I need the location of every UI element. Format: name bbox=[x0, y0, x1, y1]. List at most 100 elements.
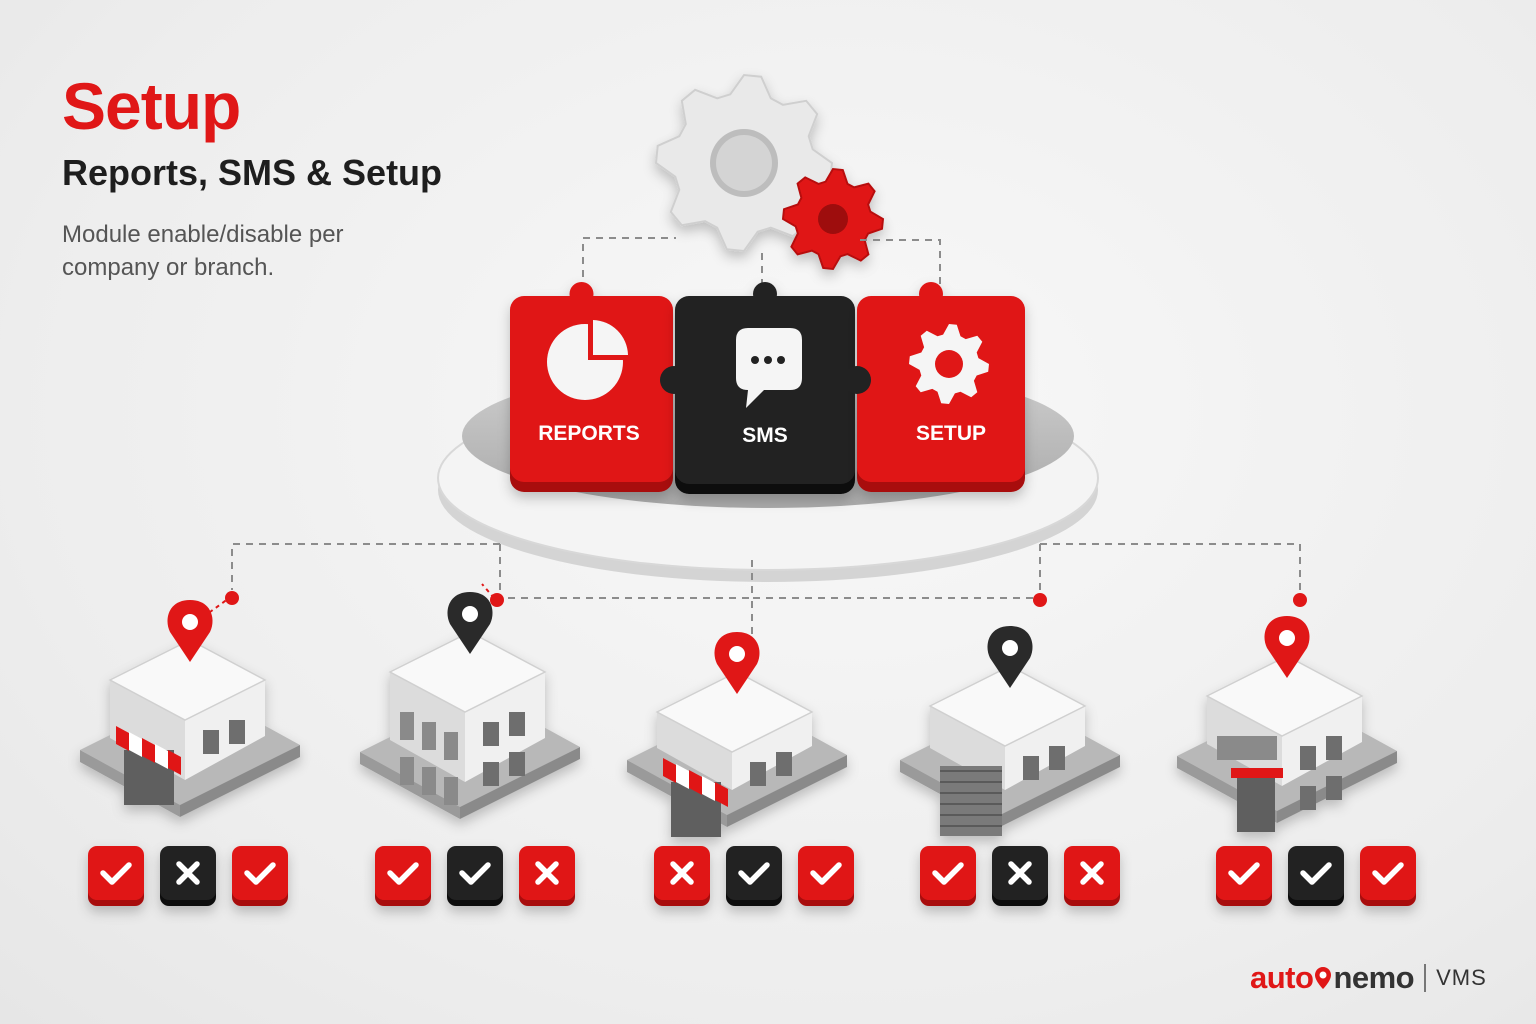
toggle-3-1[interactable] bbox=[654, 846, 710, 906]
branch-building-2 bbox=[360, 631, 580, 819]
window bbox=[483, 762, 499, 786]
toggle-2-1[interactable] bbox=[375, 846, 431, 906]
window bbox=[1326, 776, 1342, 800]
gear-hole bbox=[935, 350, 963, 378]
check-icon bbox=[459, 862, 491, 885]
toggle-face bbox=[920, 846, 976, 900]
small-gear-hole bbox=[818, 204, 848, 234]
window bbox=[483, 722, 499, 746]
entry-door bbox=[1237, 776, 1275, 832]
awning-stripe bbox=[129, 732, 142, 757]
large-gear-hole-inner bbox=[716, 135, 772, 191]
window bbox=[422, 767, 436, 795]
connector-reports bbox=[582, 237, 676, 290]
garage-slat bbox=[940, 825, 1002, 827]
roof bbox=[928, 665, 1087, 747]
connector-setup bbox=[860, 239, 941, 290]
roof bbox=[655, 671, 814, 753]
toggle-4-1[interactable] bbox=[920, 846, 976, 906]
check-icon bbox=[1300, 862, 1332, 885]
cross-icon bbox=[535, 861, 559, 885]
branch-building-5 bbox=[1177, 655, 1397, 832]
window bbox=[229, 720, 245, 744]
garage-slat bbox=[940, 792, 1002, 794]
toggle-3-3[interactable] bbox=[798, 846, 854, 906]
connector-dot-3 bbox=[1033, 593, 1047, 607]
window bbox=[1023, 756, 1039, 780]
awning-stripe bbox=[142, 738, 155, 763]
window bbox=[1049, 746, 1065, 770]
toggle-5-3[interactable] bbox=[1360, 846, 1416, 906]
window bbox=[1326, 736, 1342, 760]
check-icon bbox=[387, 862, 419, 885]
module-label-sms: SMS bbox=[742, 424, 788, 447]
brand-left: auto bbox=[1250, 960, 1314, 995]
brand-divider bbox=[1424, 964, 1427, 992]
toggle-face bbox=[88, 846, 144, 900]
pin-hole bbox=[1002, 640, 1018, 656]
cross-icon bbox=[1080, 861, 1104, 885]
location-pin-icon bbox=[1264, 616, 1310, 678]
toggle-3-2[interactable] bbox=[726, 846, 782, 906]
toggle-face bbox=[232, 846, 288, 900]
pin-hole bbox=[729, 646, 745, 662]
toggle-face bbox=[447, 846, 503, 900]
location-pin-icon bbox=[987, 626, 1033, 688]
module-label-reports: REPORTS bbox=[538, 422, 640, 445]
toggle-face bbox=[798, 846, 854, 900]
entry-canopy bbox=[1231, 768, 1283, 778]
cross-icon bbox=[1008, 861, 1032, 885]
bubble-dot bbox=[751, 356, 759, 364]
pin-body bbox=[1264, 616, 1310, 678]
toggle-5-2[interactable] bbox=[1288, 846, 1344, 906]
awning-stripe bbox=[715, 782, 728, 807]
location-pin-icon bbox=[167, 600, 213, 662]
check-icon bbox=[1228, 862, 1260, 885]
check-icon bbox=[810, 862, 842, 885]
bubble-dot bbox=[764, 356, 772, 364]
check-icon bbox=[100, 862, 132, 885]
brand-product: VMS bbox=[1436, 965, 1487, 990]
garage-slat bbox=[940, 803, 1002, 805]
pin-body bbox=[447, 592, 493, 654]
branch-building-1 bbox=[80, 639, 300, 817]
awning-stripe bbox=[155, 744, 168, 769]
window bbox=[203, 730, 219, 754]
pin-body bbox=[987, 626, 1033, 688]
window bbox=[400, 757, 414, 785]
connector-dot-1 bbox=[225, 591, 239, 605]
toggle-2-2[interactable] bbox=[447, 846, 503, 906]
page-description: Module enable/disable per company or bra… bbox=[62, 221, 344, 281]
base-side-right bbox=[727, 755, 847, 827]
toggle-face bbox=[1288, 846, 1344, 900]
toggle-1-1[interactable] bbox=[88, 846, 144, 906]
location-pin-icon bbox=[714, 632, 760, 694]
check-icon bbox=[244, 862, 276, 885]
base-side-right bbox=[1000, 755, 1120, 827]
toggle-2-3[interactable] bbox=[519, 846, 575, 906]
toggle-face bbox=[375, 846, 431, 900]
toggle-1-3[interactable] bbox=[232, 846, 288, 906]
check-icon bbox=[738, 862, 770, 885]
check-icon bbox=[1372, 862, 1404, 885]
window bbox=[422, 722, 436, 750]
brand-logo: auto nemo VMS bbox=[1250, 958, 1487, 998]
connector-branch-3 bbox=[495, 597, 753, 652]
toggle-1-2[interactable] bbox=[160, 846, 216, 906]
pie-slice bbox=[593, 320, 628, 355]
awning-stripe bbox=[676, 764, 689, 789]
toggle-4-2[interactable] bbox=[992, 846, 1048, 906]
brand-right: nemo bbox=[1333, 960, 1415, 995]
awning-stripe bbox=[116, 726, 129, 751]
gear-icon bbox=[909, 324, 989, 404]
toggle-4-3[interactable] bbox=[1064, 846, 1120, 906]
tile-knob bbox=[919, 282, 943, 306]
window bbox=[1300, 786, 1316, 810]
toggle-5-1[interactable] bbox=[1216, 846, 1272, 906]
awning-stripe bbox=[663, 758, 676, 783]
garage-slat bbox=[940, 770, 1002, 772]
module-label-setup: SETUP bbox=[916, 422, 986, 445]
window bbox=[776, 752, 792, 776]
